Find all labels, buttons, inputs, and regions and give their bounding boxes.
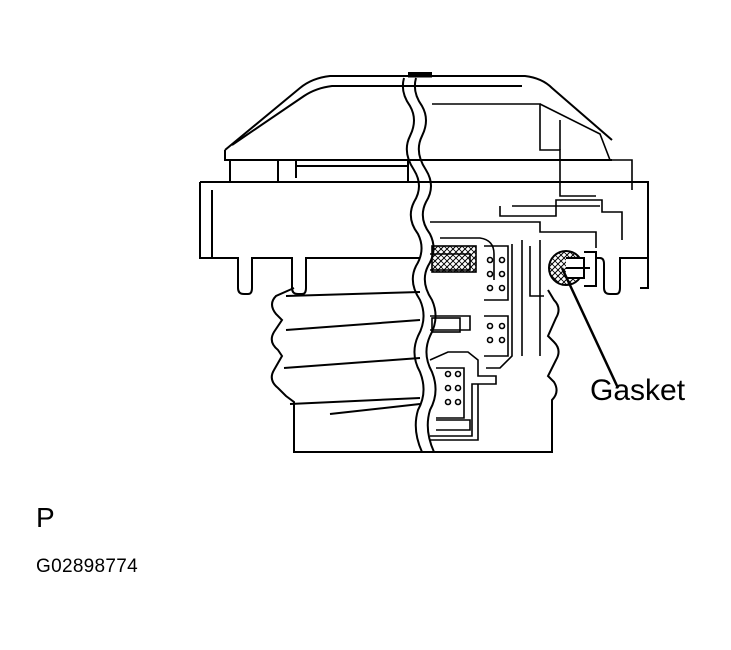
cap-dome bbox=[224, 72, 613, 182]
section-break-line bbox=[401, 77, 437, 453]
internal-mechanism bbox=[429, 103, 633, 441]
threaded-neck bbox=[270, 287, 560, 453]
gasket-leader-line bbox=[560, 267, 620, 389]
figure-code: G02898774 bbox=[36, 556, 139, 577]
cap-skirt bbox=[199, 181, 649, 295]
view-letter: P bbox=[36, 502, 55, 533]
gasket-ring bbox=[548, 250, 597, 287]
gasket-label: Gasket bbox=[590, 374, 686, 407]
